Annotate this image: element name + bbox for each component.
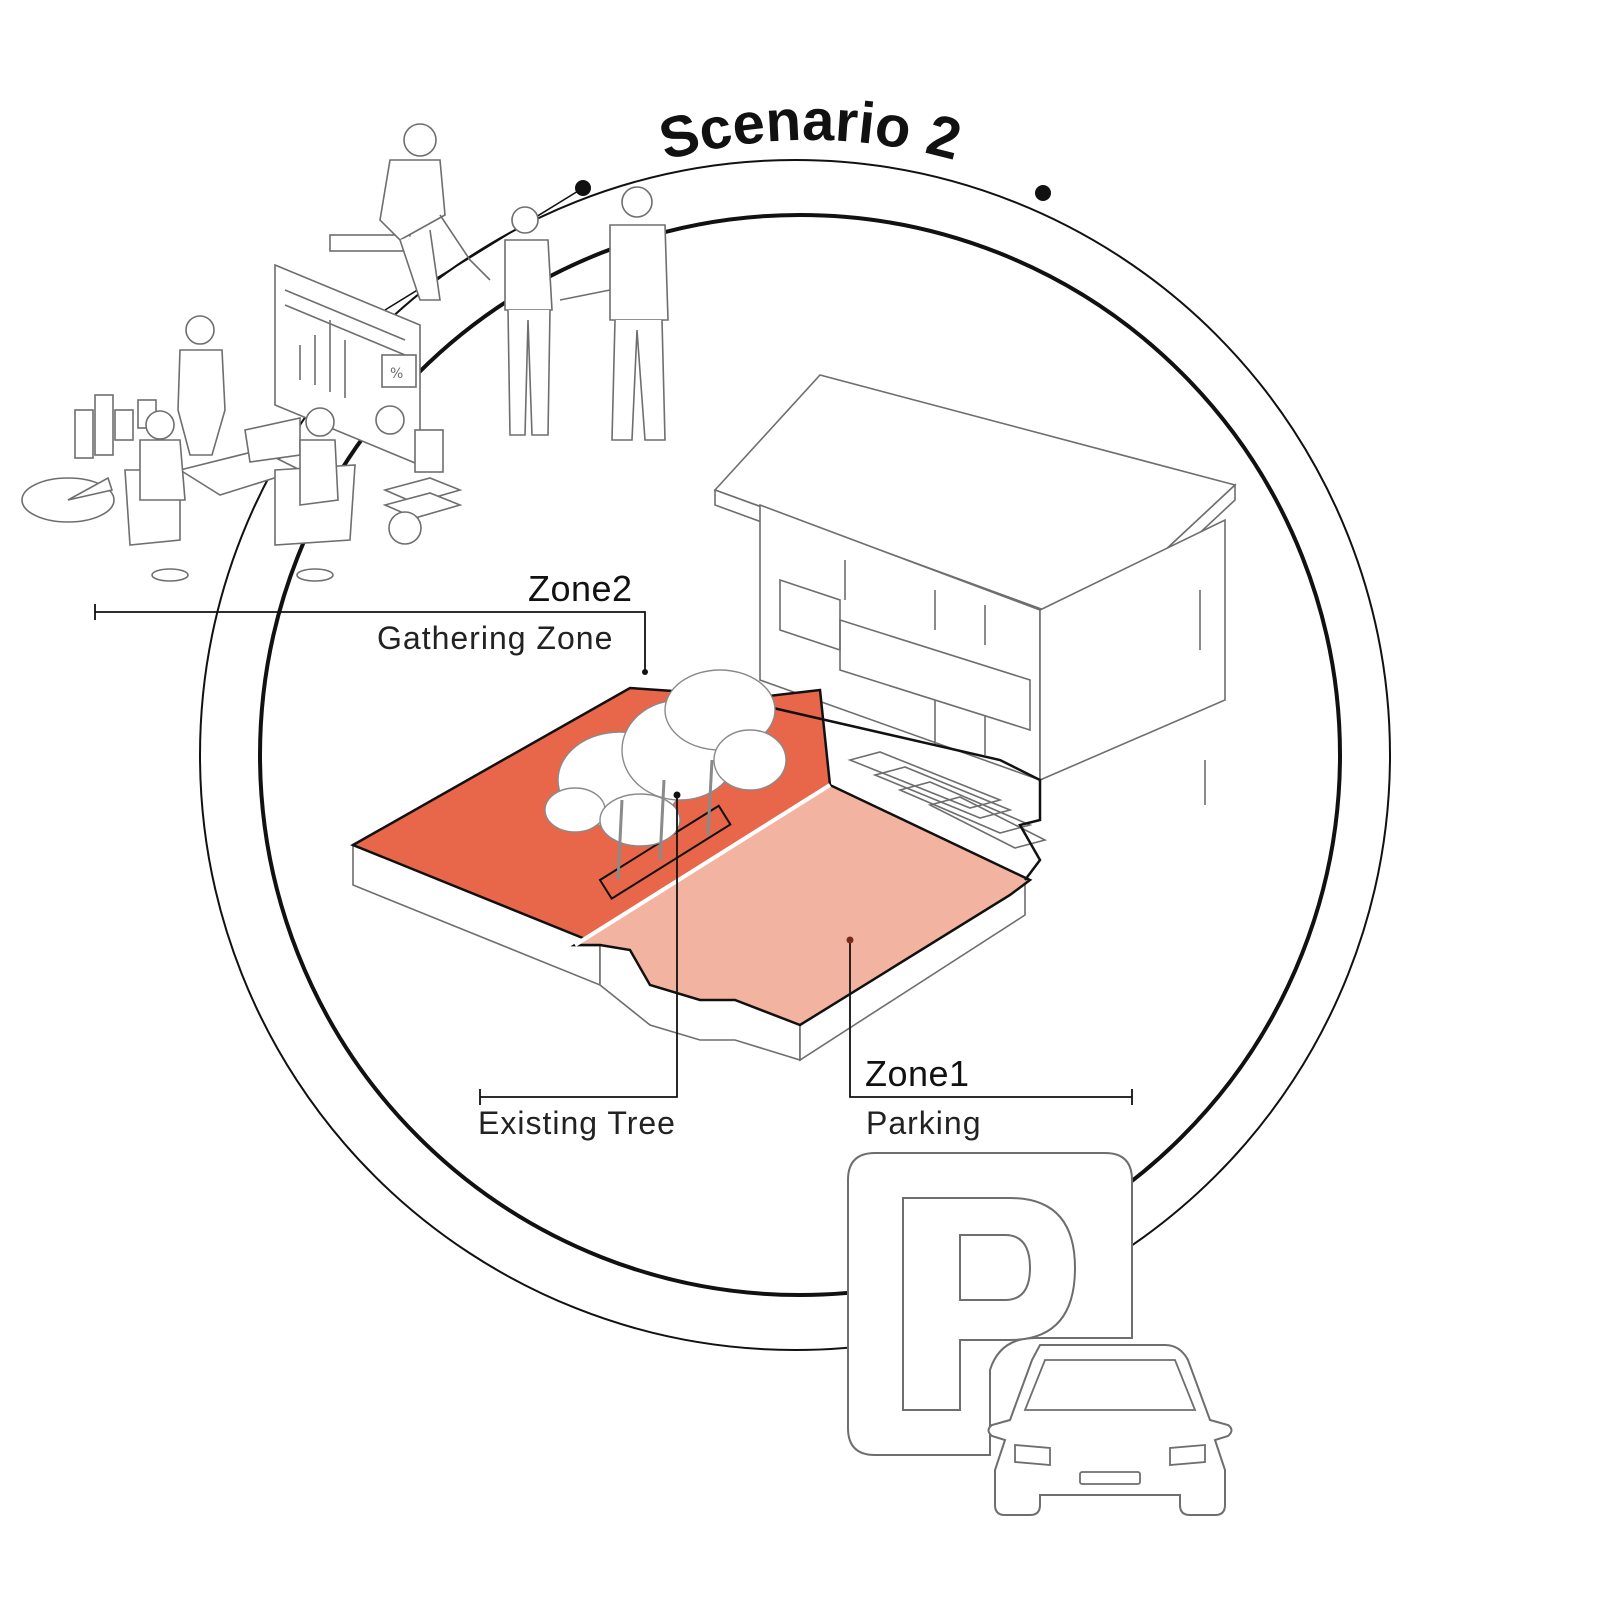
tree-label: Existing Tree (478, 1105, 676, 1141)
tree-icon (544, 669, 787, 901)
car-icon (987, 1344, 1233, 1516)
parking-sign-icon (847, 1152, 1133, 1456)
zone1-label: Parking (866, 1105, 982, 1141)
building-icon (713, 374, 1237, 849)
zone1-name: Zone1 (865, 1053, 970, 1094)
zone1-area (570, 783, 1033, 1027)
people-meeting-icon: % (21, 123, 669, 582)
svg-text:%: % (390, 366, 403, 382)
leader-lines (94, 604, 1133, 1105)
zone2-name: Zone2 (528, 568, 633, 609)
zone2-label: Gathering Zone (377, 620, 614, 656)
inner-ring (258, 213, 1342, 1297)
outer-ring (199, 159, 1391, 1351)
title-dot-right (1035, 185, 1051, 201)
zone-divider (573, 783, 832, 947)
